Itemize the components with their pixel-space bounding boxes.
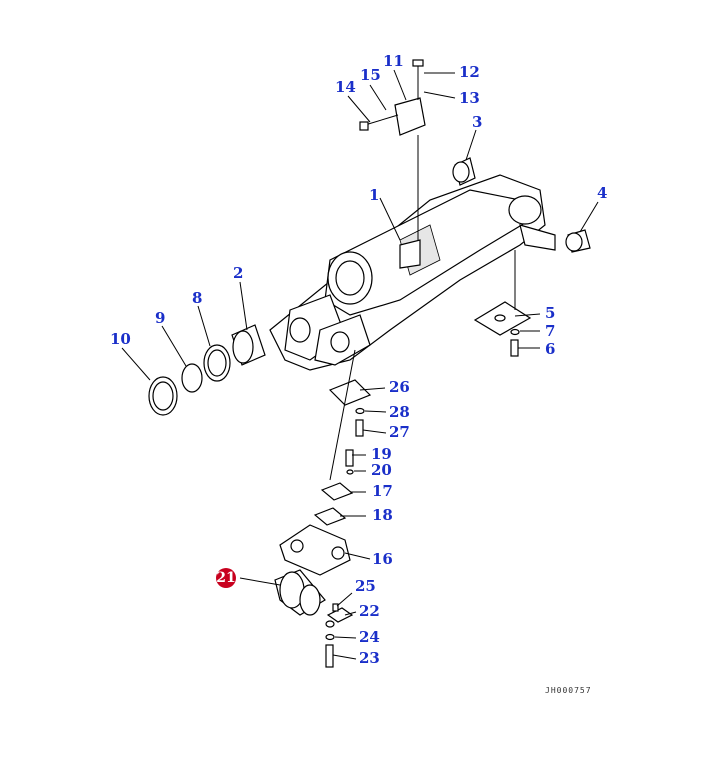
callout-24[interactable]: 24 bbox=[359, 628, 380, 646]
track-frame-drawing bbox=[269, 174, 556, 371]
roller-drawing bbox=[239, 569, 326, 616]
callout-12[interactable]: 12 bbox=[459, 63, 480, 81]
callout-16[interactable]: 16 bbox=[372, 550, 393, 568]
callout-20[interactable]: 20 bbox=[371, 461, 392, 479]
callout-6[interactable]: 6 bbox=[545, 340, 556, 358]
rings-drawing bbox=[148, 324, 266, 416]
callout-17[interactable]: 17 bbox=[372, 482, 393, 500]
callout-14[interactable]: 14 bbox=[335, 78, 356, 96]
callout-5[interactable]: 5 bbox=[545, 304, 556, 322]
callout-13[interactable]: 13 bbox=[459, 89, 480, 107]
drawing-code: JH000757 bbox=[545, 686, 592, 695]
callout-26[interactable]: 26 bbox=[389, 378, 410, 396]
callout-27[interactable]: 27 bbox=[389, 423, 410, 441]
callout-9[interactable]: 9 bbox=[155, 309, 166, 327]
callout-25[interactable]: 25 bbox=[355, 577, 376, 595]
callout-23[interactable]: 23 bbox=[359, 649, 380, 667]
callout-21-highlighted[interactable]: 21 bbox=[216, 568, 236, 588]
callout-1[interactable]: 1 bbox=[369, 186, 380, 204]
callout-19[interactable]: 19 bbox=[371, 445, 392, 463]
leader-lines bbox=[121, 69, 599, 660]
callout-28[interactable]: 28 bbox=[389, 403, 410, 421]
plate-drawing bbox=[473, 250, 532, 357]
callout-11[interactable]: 11 bbox=[383, 52, 404, 70]
callout-4[interactable]: 4 bbox=[597, 184, 608, 202]
callout-15[interactable]: 15 bbox=[360, 66, 381, 84]
bushings-drawing bbox=[452, 157, 591, 253]
callout-8[interactable]: 8 bbox=[192, 289, 203, 307]
callout-7[interactable]: 7 bbox=[545, 322, 556, 340]
callout-2[interactable]: 2 bbox=[233, 264, 244, 282]
bogie-drawing bbox=[279, 524, 351, 576]
shims-drawing bbox=[313, 449, 354, 526]
callout-22[interactable]: 22 bbox=[359, 602, 380, 620]
cover-drawing bbox=[328, 349, 372, 481]
callout-18[interactable]: 18 bbox=[372, 506, 393, 524]
pin-bracket-drawing bbox=[359, 59, 426, 240]
callout-3[interactable]: 3 bbox=[472, 113, 483, 131]
callout-10[interactable]: 10 bbox=[110, 330, 131, 348]
retainer-drawing bbox=[325, 603, 354, 668]
